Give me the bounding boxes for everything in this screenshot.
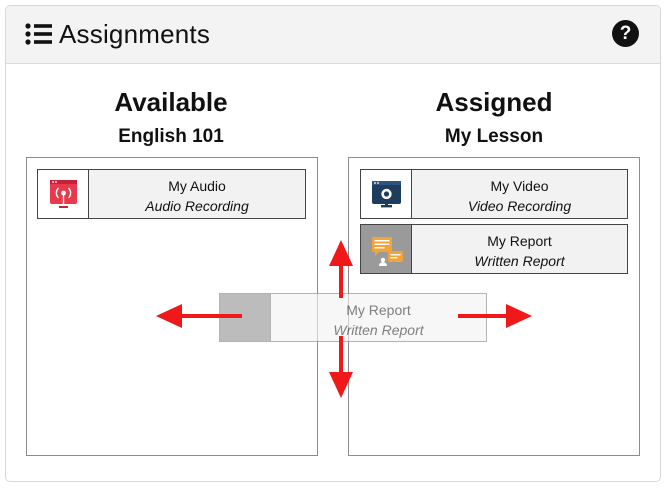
- available-title: Available: [114, 87, 228, 117]
- panel-title: Assignments: [59, 19, 211, 49]
- item-title: My Report: [346, 302, 411, 318]
- panel-header: Assignments ?: [6, 6, 660, 64]
- list-item[interactable]: My Report Written Report: [360, 224, 628, 274]
- drag-handle[interactable]: [220, 294, 271, 341]
- list-icon[interactable]: [25, 23, 52, 45]
- help-icon[interactable]: ?: [612, 20, 639, 47]
- video-recording-icon: [361, 170, 412, 218]
- item-title: My Report: [487, 233, 552, 249]
- item-type: Audio Recording: [145, 198, 249, 214]
- assigned-title: Assigned: [435, 87, 553, 117]
- assigned-subtitle: My Lesson: [444, 126, 544, 147]
- item-type: Written Report: [333, 322, 424, 338]
- item-title: My Video: [490, 178, 549, 194]
- audio-recording-icon: [38, 170, 89, 218]
- item-type: Written Report: [474, 253, 565, 269]
- dragging-item[interactable]: My Report Written Report: [219, 293, 487, 342]
- list-item[interactable]: My Video Video Recording: [360, 169, 628, 219]
- available-subtitle: English 101: [118, 126, 224, 147]
- list-item[interactable]: My Audio Audio Recording: [37, 169, 306, 219]
- item-title: My Audio: [168, 178, 226, 194]
- written-report-icon: [361, 225, 412, 273]
- item-type: Video Recording: [467, 198, 572, 214]
